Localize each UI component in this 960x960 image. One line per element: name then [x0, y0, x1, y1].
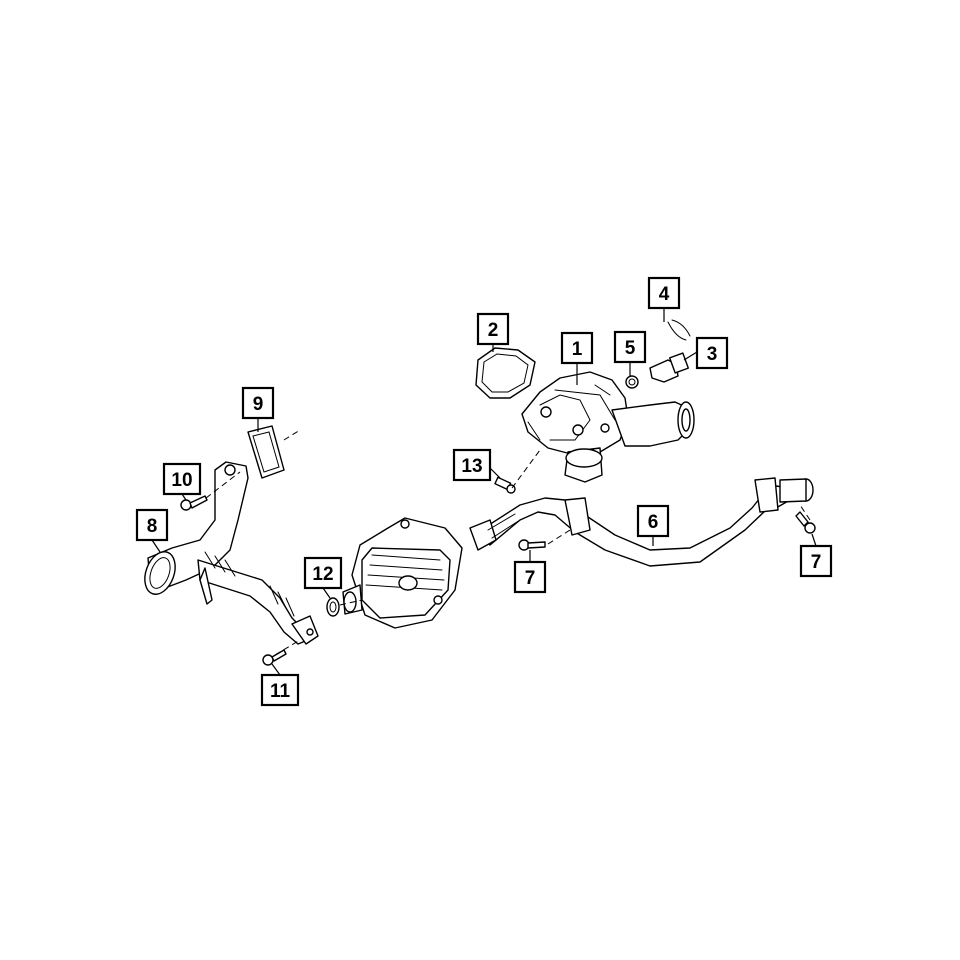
callout-12: 12 — [303, 556, 343, 590]
oil-cooler — [342, 517, 463, 629]
callout-7b: 7 — [799, 544, 833, 578]
callout-label: 2 — [488, 320, 499, 341]
alignment-lines — [205, 429, 811, 656]
callout-11: 11 — [260, 673, 300, 707]
inlet-pipe — [144, 461, 319, 645]
callout-label: 7 — [811, 552, 822, 573]
callout-label: 8 — [147, 516, 158, 537]
callout-label: 11 — [270, 681, 291, 702]
callout-6: 6 — [636, 504, 670, 538]
callout-label: 5 — [625, 338, 636, 359]
callout-label: 6 — [648, 512, 659, 533]
callout-13: 13 — [452, 448, 492, 482]
housing-gasket — [475, 347, 536, 399]
callout-label: 4 — [659, 284, 670, 305]
bolt-11 — [262, 649, 287, 666]
callout-label: 7 — [525, 568, 536, 589]
callout-9: 9 — [241, 386, 275, 420]
flange-gasket — [247, 425, 285, 479]
temperature-sensor — [649, 352, 690, 383]
callout-2: 2 — [476, 312, 510, 346]
callout-label: 12 — [312, 564, 333, 585]
callout-3: 3 — [695, 336, 729, 370]
callout-label: 3 — [707, 344, 718, 365]
callout-1: 1 — [560, 331, 594, 365]
callout-5: 5 — [613, 330, 647, 364]
o-ring — [625, 375, 639, 389]
callout-7a: 7 — [513, 560, 547, 594]
callout-label: 9 — [253, 394, 264, 415]
bolt-13 — [494, 476, 516, 494]
thermostat-housing — [521, 371, 695, 483]
o-ring-12 — [326, 597, 340, 617]
bolt-7-right — [795, 511, 816, 534]
callout-label: 13 — [461, 456, 482, 477]
callout-8: 8 — [135, 508, 169, 542]
bolt-7-left — [518, 539, 546, 551]
retaining-clip — [667, 319, 691, 341]
callout-label: 10 — [171, 470, 192, 491]
callout-label: 1 — [572, 339, 583, 360]
coolant-tube — [469, 477, 814, 567]
callout-4: 4 — [647, 276, 681, 310]
callout-10: 10 — [162, 462, 202, 496]
